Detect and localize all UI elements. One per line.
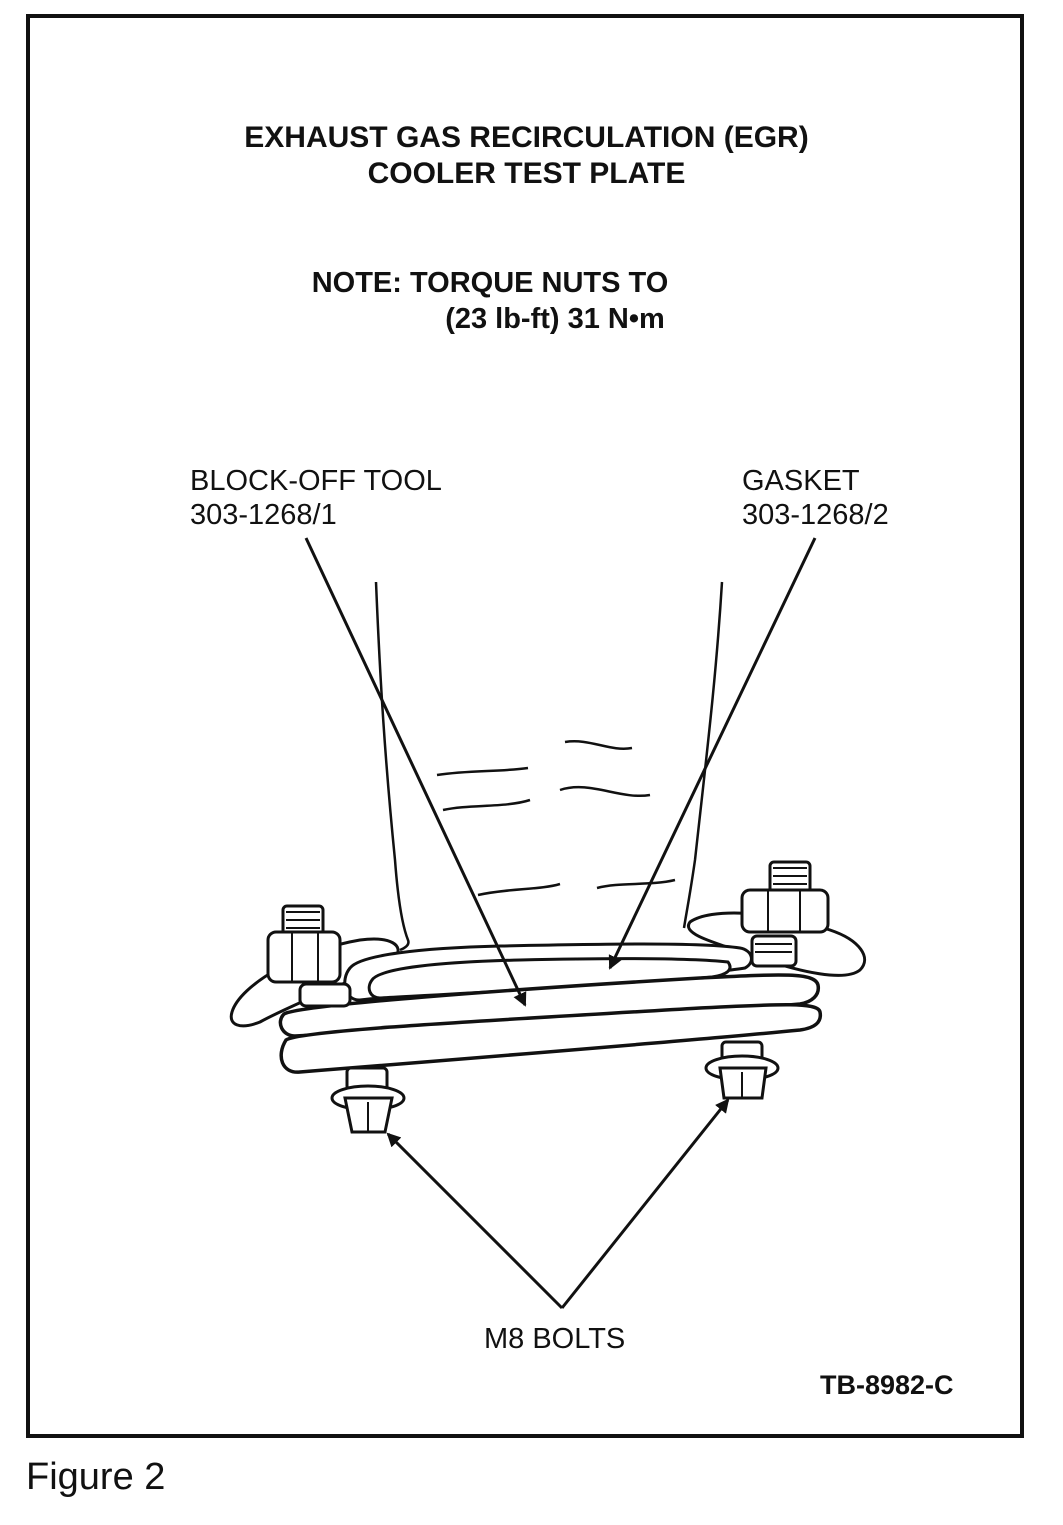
figure-caption: Figure 2 [26,1456,166,1498]
upper-left-nut [266,904,352,1008]
gasket-name: GASKET [742,465,860,497]
gasket [343,942,753,1002]
block-off-tool-arrow [304,537,527,1007]
gasket-label: GASKET 303-1268/2 [742,464,889,532]
figure-frame [26,14,1024,1438]
title-line-1: EXHAUST GAS RECIRCULATION (EGR) [244,121,809,154]
note-line-1: NOTE: TORQUE NUTS TO [311,267,669,299]
gasket-arrow [608,537,817,970]
lower-left-bolt [330,1066,406,1134]
m8-bolts-label: M8 BOLTS [484,1323,626,1355]
diagram-title: EXHAUST GAS RECIRCULATION (EGR) COOLER T… [0,120,1053,192]
upper-right-nut [740,860,830,968]
left-bolt-arrow [386,1132,564,1310]
right-bolt-arrow [560,1098,730,1309]
egr-cooler-pipe [374,581,724,952]
title-line-2: COOLER TEST PLATE [367,157,686,190]
note-line-2: (23 lb-ft) 31 N•m [445,303,665,335]
lower-right-bolt [704,1040,780,1100]
gasket-part-number: 303-1268/2 [742,499,889,531]
leader-lines [304,537,817,1310]
block-off-tool-label: BLOCK-OFF TOOL 303-1268/1 [190,464,442,532]
block-off-tool-name: BLOCK-OFF TOOL [190,465,442,497]
torque-note: NOTE: TORQUE NUTS TO (23 lb-ft) 31 N•m [0,265,980,337]
figure-id: TB-8982-C [820,1370,954,1400]
block-off-tool-part-number: 303-1268/1 [190,499,337,531]
block-off-tool-plate [278,973,823,1074]
